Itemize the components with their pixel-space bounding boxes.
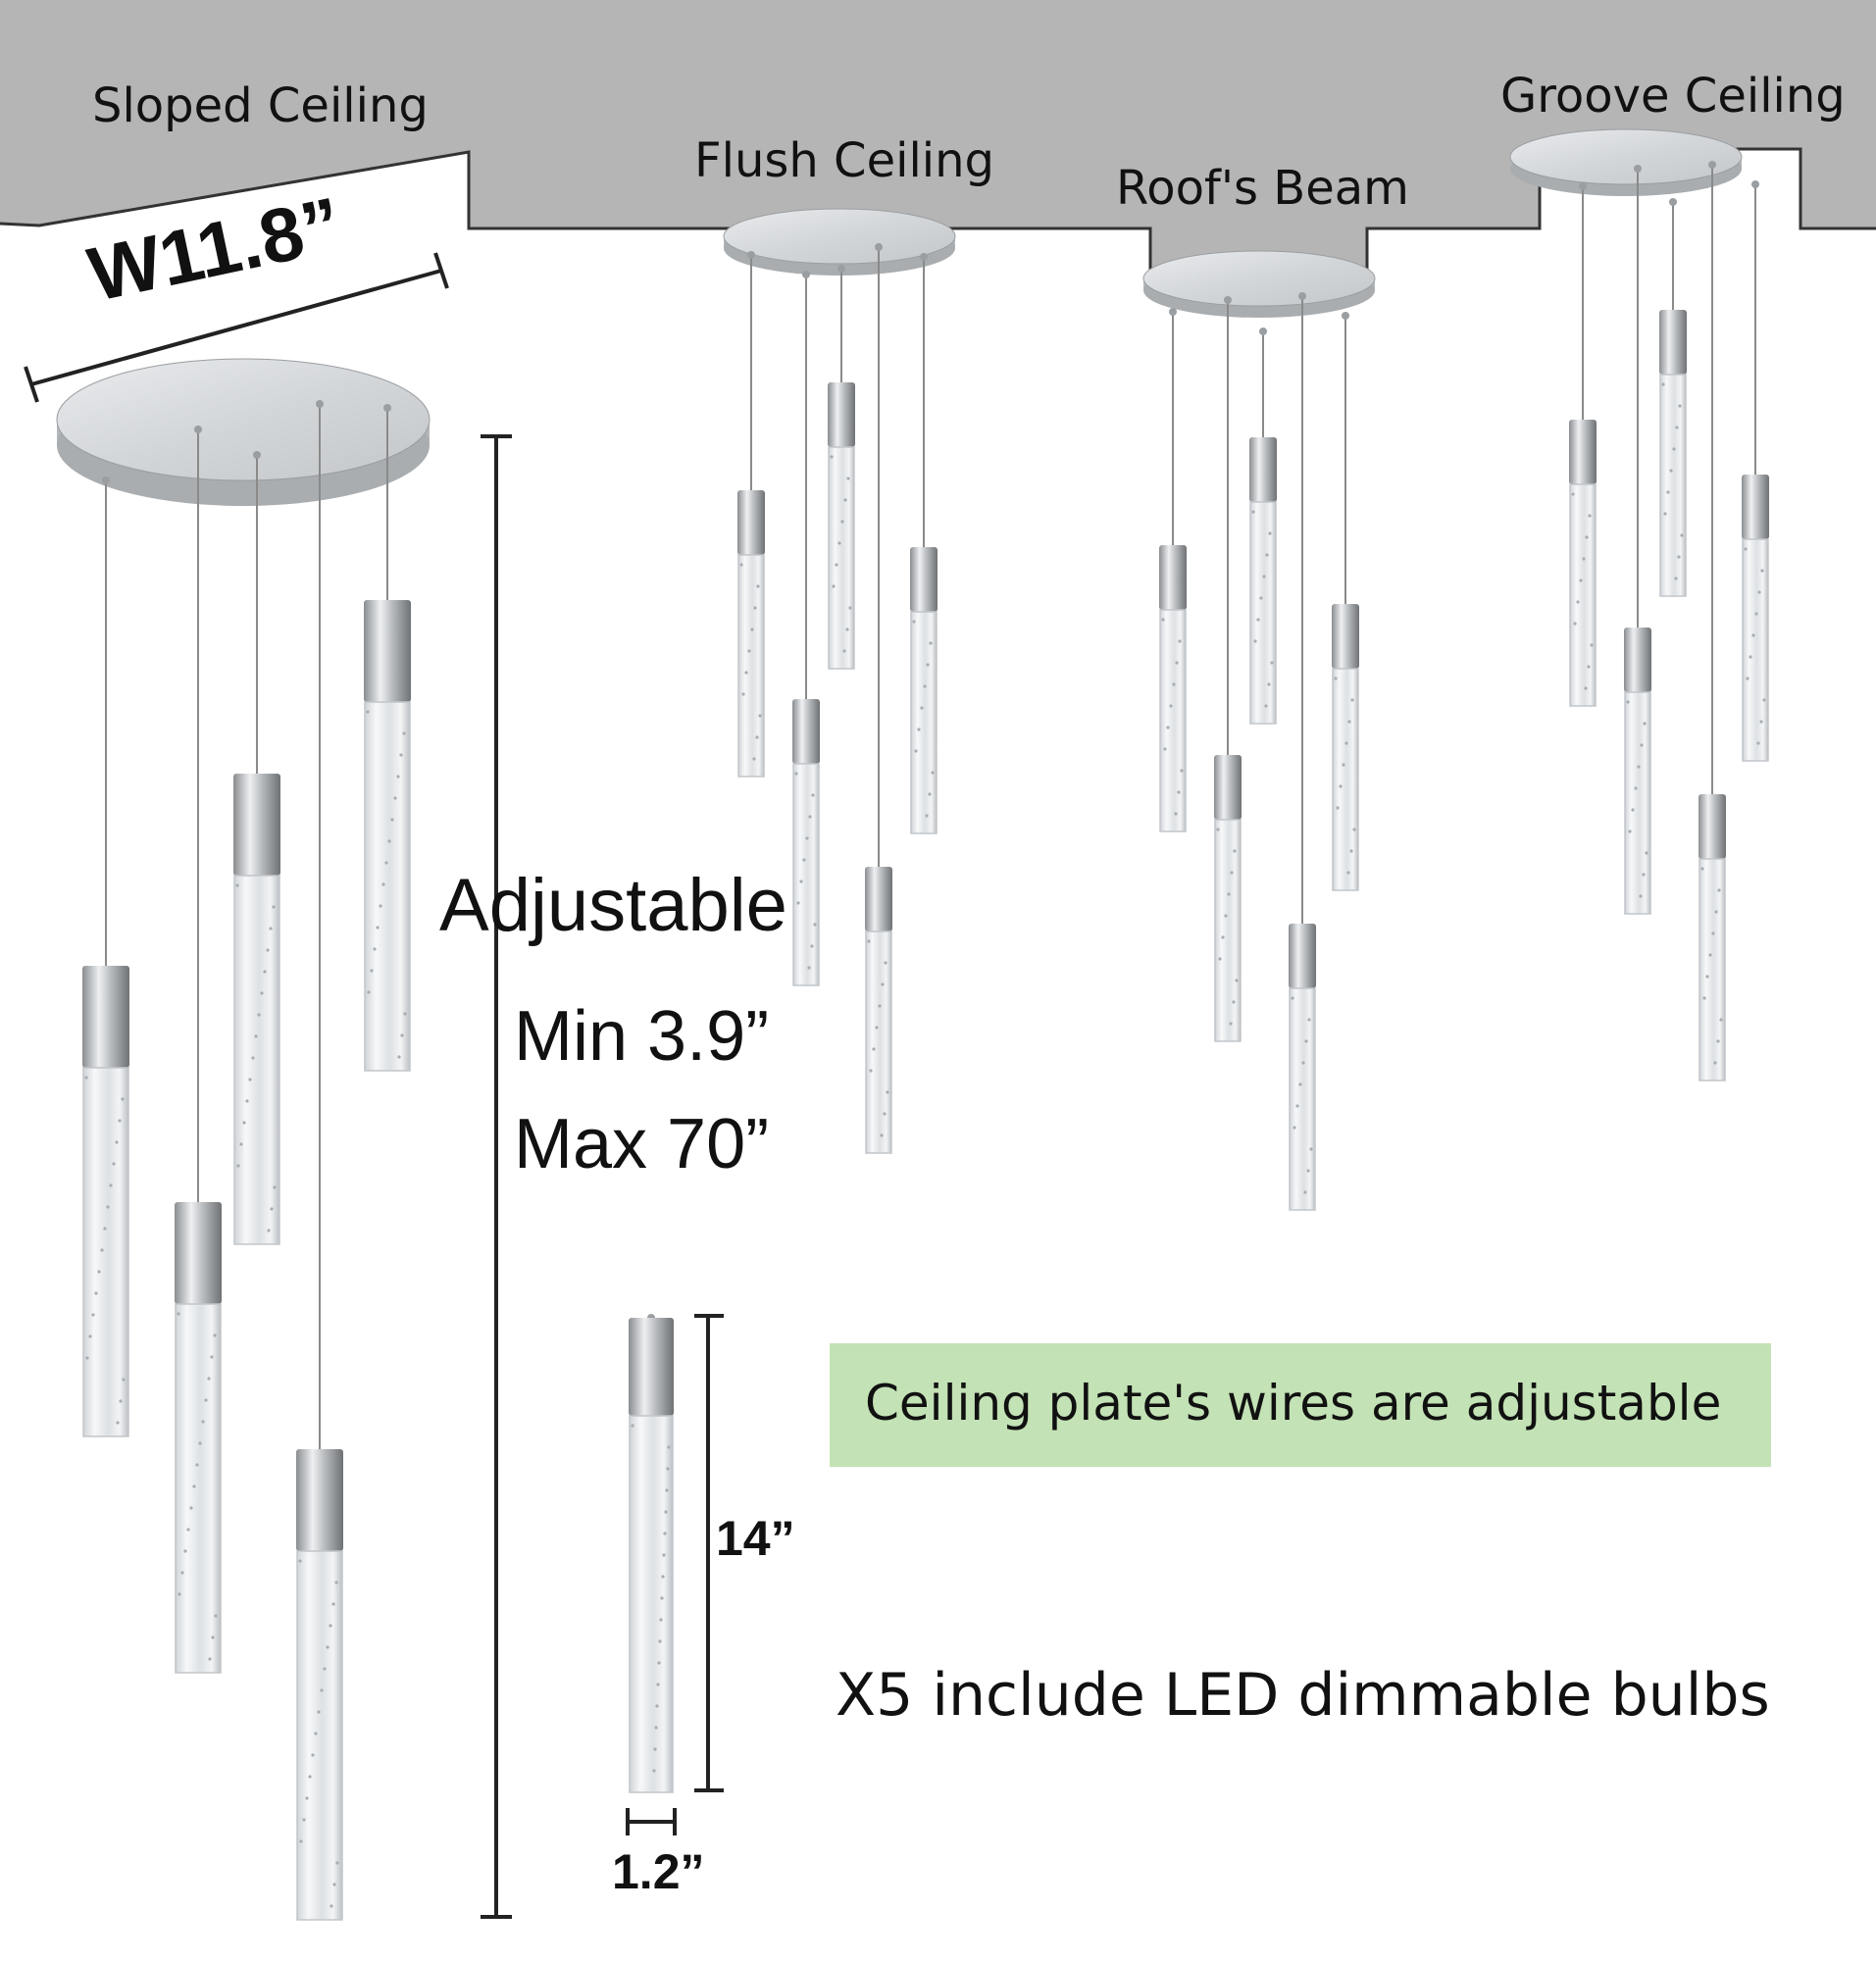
groove-ceiling-label: Groove Ceiling: [1500, 69, 1846, 124]
pendant-diameter-line: [626, 1808, 677, 1835]
pendant-light: [1742, 180, 1769, 762]
wires-note-box: [830, 1343, 1771, 1467]
pendant-light: [1659, 198, 1687, 597]
pendant-diameter-label: 1.2”: [612, 1844, 705, 1899]
adjustable-range-line: [481, 434, 512, 1919]
pendant-light: [828, 265, 855, 670]
pendant-light: [910, 253, 938, 834]
pendant-light: [296, 400, 343, 1921]
pendant-light: [175, 426, 222, 1674]
ceiling-plate-large: [56, 358, 431, 506]
pendant-detail: [629, 1314, 674, 1793]
pendant-light: [1214, 296, 1242, 1042]
sloped-ceiling-label: Sloped Ceiling: [92, 78, 429, 133]
pendant-height-label: 14”: [716, 1511, 795, 1566]
pendant-light: [1332, 312, 1359, 891]
ceiling-plate-groove: [1509, 128, 1743, 196]
flush-ceiling-label: Flush Ceiling: [694, 133, 994, 188]
pendant-light: [1624, 165, 1651, 915]
max-length-label: Max 70”: [514, 1105, 770, 1183]
roof-beam-label: Roof's Beam: [1116, 161, 1409, 216]
bulbs-note: X5 include LED dimmable bulbs: [836, 1661, 1770, 1730]
pendant-light: [233, 451, 280, 1245]
wires-note: Ceiling plate's wires are adjustable: [865, 1375, 1722, 1432]
pendant-light: [1289, 292, 1316, 1211]
pendant-light: [1699, 161, 1726, 1081]
pendant-light: [1159, 308, 1187, 832]
pendant-light: [1249, 327, 1277, 725]
width-dimension-line: [24, 252, 449, 403]
pendant-light: [82, 477, 129, 1437]
pendant-height-line: [694, 1314, 724, 1792]
pendant-light: [1569, 182, 1597, 707]
pendant-light: [364, 404, 411, 1072]
pendant-light: [737, 251, 765, 778]
pendant-light: [792, 271, 820, 986]
ceiling-plate-beam: [1142, 250, 1376, 318]
ceiling-plate-flush: [723, 208, 956, 276]
adjustable-label: Adjustable: [439, 864, 787, 947]
pendant-light: [865, 243, 892, 1154]
min-length-label: Min 3.9”: [514, 997, 770, 1076]
